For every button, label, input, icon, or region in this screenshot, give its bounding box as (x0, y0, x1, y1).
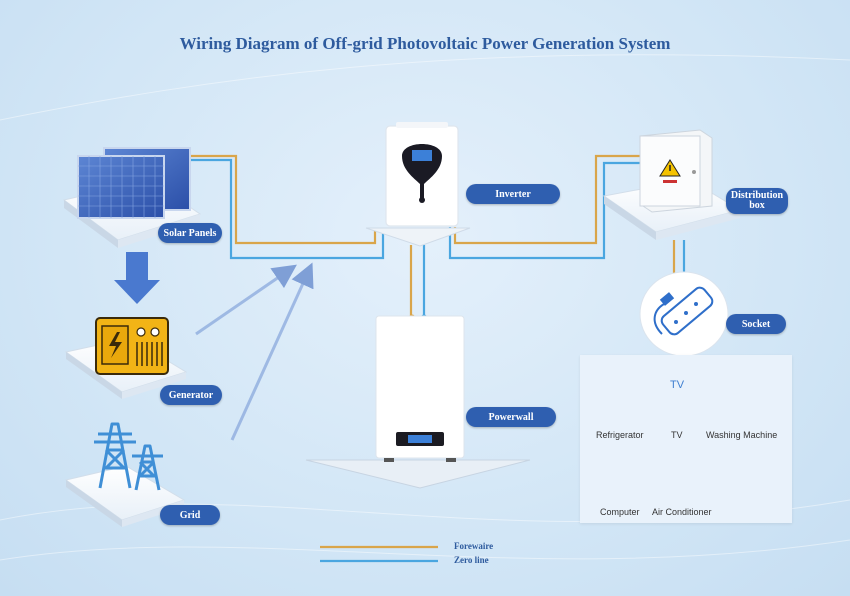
distribution-box-label-line2: box (749, 200, 765, 211)
washing-machine-label: Washing Machine (706, 430, 778, 440)
solar-panels-icon (77, 147, 191, 219)
zero-line-lines (186, 158, 686, 318)
transmission-tower-icon (94, 422, 163, 491)
socket-label: Socket (726, 314, 786, 334)
legend-zero-line-label: Zero line (454, 555, 489, 565)
air-conditioner-label: Air Conditioner (652, 507, 712, 517)
input-arrows (195, 262, 314, 441)
computer-label: Computer (600, 507, 640, 517)
legend-fire-wire-label: Forewaire (454, 541, 494, 551)
distribution-box-label: Distribution box (726, 188, 788, 214)
appliances-panel (580, 355, 792, 523)
fire-wire-lines (186, 154, 676, 318)
inverter-label: Inverter (466, 184, 560, 204)
grid-label: Grid (160, 505, 220, 525)
powerwall-platform (305, 459, 531, 489)
inverter-icon (385, 122, 459, 227)
generator-icon (95, 317, 169, 375)
tv-label: TV (671, 430, 683, 440)
generator-label: Generator (160, 385, 222, 405)
solar-panels-label: Solar Panels (158, 223, 222, 243)
distribution-box-icon (639, 129, 713, 213)
down-arrow-icon (114, 252, 160, 304)
powerwall-icon (375, 315, 465, 462)
distribution-box-label-line1: Distribution (730, 190, 784, 201)
inverter-shelf (365, 227, 471, 247)
powerwall-label: Powerwall (466, 407, 556, 427)
page-title: Wiring Diagram of Off-grid Photovoltaic … (179, 34, 671, 53)
refrigerator-label: Refrigerator (596, 430, 644, 440)
power-strip-icon (653, 286, 714, 336)
tv-icon-text: TV (670, 379, 685, 391)
